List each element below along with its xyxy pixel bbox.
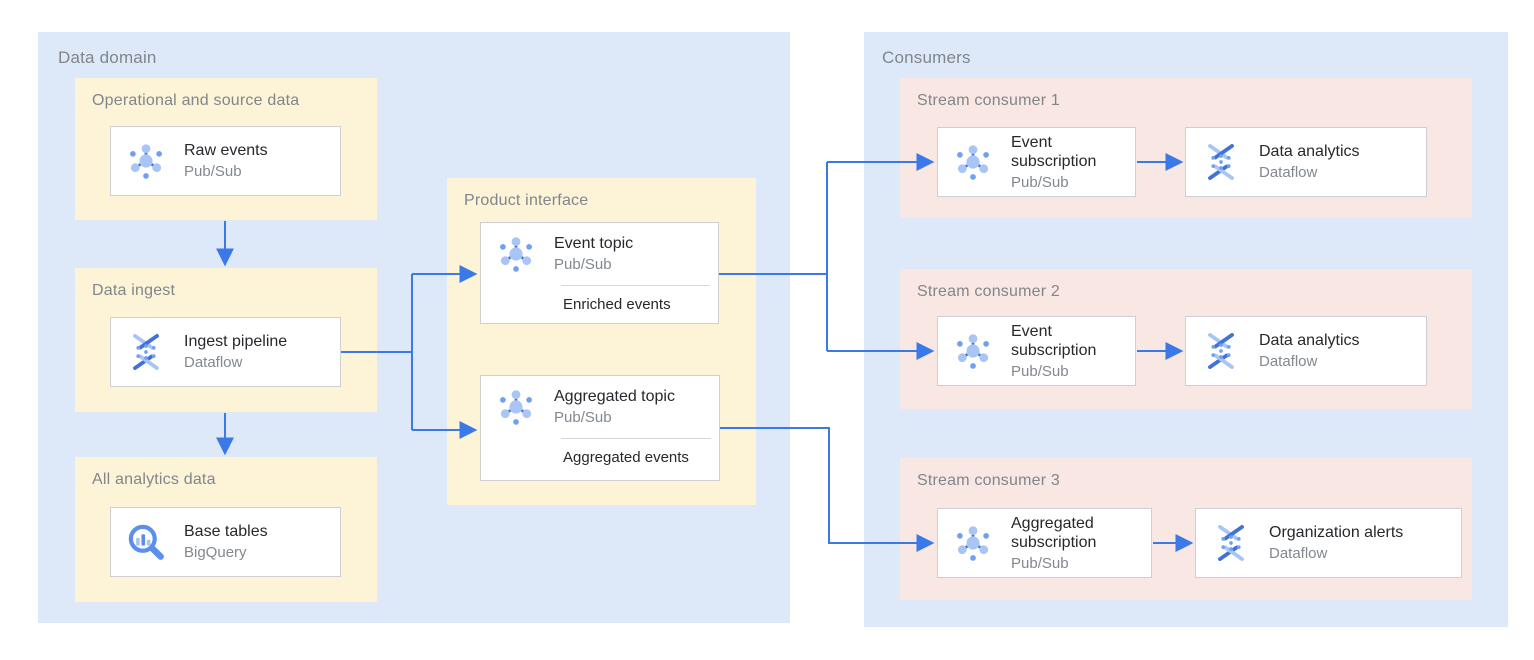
node-product: Pub/Sub [1011, 173, 1069, 191]
pubsub-icon [951, 329, 995, 373]
node-title: Ingest pipeline [184, 333, 288, 350]
node-title: Data analytics [1259, 143, 1360, 160]
node-product: Pub/Sub [554, 256, 612, 273]
node-data-analytics-2: Data analytics Dataflow [1185, 316, 1427, 386]
group-operational-label: Operational and source data [92, 92, 300, 109]
node-title: Event subscription [1011, 133, 1097, 170]
node-base-tables: Base tables BigQuery [110, 507, 341, 577]
node-organization-alerts: Organization alerts Dataflow [1195, 508, 1462, 578]
group-consumer2-label: Stream consumer 2 [917, 283, 1061, 300]
node-product: Dataflow [1259, 353, 1318, 370]
node-aggregated-subscription: Aggregated subscription Pub/Sub [937, 508, 1152, 578]
node-product: Dataflow [1269, 545, 1328, 562]
dataflow-icon [1209, 521, 1253, 565]
node-product: Pub/Sub [184, 163, 242, 180]
node-product: Pub/Sub [554, 409, 612, 426]
node-product: Pub/Sub [1011, 554, 1069, 572]
node-note: Enriched events [563, 296, 671, 313]
node-title: Raw events [184, 142, 268, 159]
node-note: Aggregated events [563, 449, 689, 466]
node-product: BigQuery [184, 544, 247, 561]
node-data-analytics-1: Data analytics Dataflow [1185, 127, 1427, 197]
pubsub-icon [124, 139, 168, 183]
pubsub-icon [494, 232, 538, 276]
consumers-label: Consumers [882, 48, 971, 67]
pubsub-icon [494, 385, 538, 429]
node-title: Organization alerts [1269, 524, 1404, 541]
node-event-topic: Event topic Pub/Sub Enriched events [480, 222, 719, 324]
pubsub-icon [951, 140, 995, 184]
card-divider [561, 285, 710, 286]
node-raw-events: Raw events Pub/Sub [110, 126, 341, 196]
node-product: Pub/Sub [1011, 362, 1069, 380]
node-product: Dataflow [184, 354, 243, 371]
node-title: Aggregated subscription [1011, 514, 1097, 551]
group-product-interface-label: Product interface [464, 192, 589, 209]
group-consumer3-label: Stream consumer 3 [917, 472, 1061, 489]
node-aggregated-topic: Aggregated topic Pub/Sub Aggregated even… [480, 375, 720, 481]
node-ingest-pipeline: Ingest pipeline Dataflow [110, 317, 341, 387]
group-consumer1-label: Stream consumer 1 [917, 92, 1061, 109]
node-title: Event topic [554, 235, 634, 252]
group-data-ingest-label: Data ingest [92, 282, 176, 299]
dataflow-icon [1199, 140, 1243, 184]
node-product: Dataflow [1259, 164, 1318, 181]
node-title: Event subscription [1011, 322, 1097, 359]
node-title: Aggregated topic [554, 388, 675, 405]
node-title: Base tables [184, 523, 268, 540]
bigquery-icon [124, 520, 168, 564]
group-all-analytics-label: All analytics data [92, 471, 216, 488]
node-event-subscription-1: Event subscription Pub/Sub [937, 127, 1136, 197]
data-domain-label: Data domain [58, 48, 157, 67]
node-title: Data analytics [1259, 332, 1360, 349]
card-divider [561, 438, 711, 439]
dataflow-icon [124, 330, 168, 374]
pubsub-icon [951, 521, 995, 565]
node-event-subscription-2: Event subscription Pub/Sub [937, 316, 1136, 386]
dataflow-icon [1199, 329, 1243, 373]
